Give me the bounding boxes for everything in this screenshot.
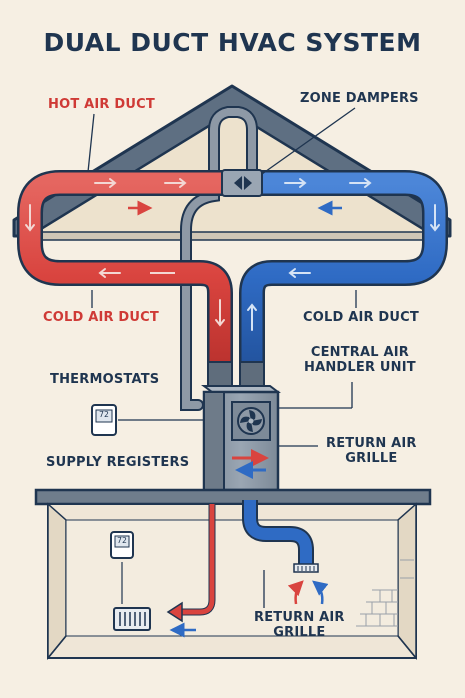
flow-arrow-icon: [312, 580, 329, 605]
thermostat-icon: [110, 531, 134, 559]
attic-floor: [29, 231, 435, 241]
flow-arrow-icon: [287, 580, 304, 605]
zone-dampers-label: ZONE DAMPERS: [300, 91, 419, 106]
thermostat-readout-lower: 72: [117, 536, 127, 545]
central-air-handler-unit: [201, 385, 281, 492]
thermostats-label: THERMOSTATS: [50, 372, 160, 387]
thermostat-icon: [91, 404, 117, 436]
zone-damper: [221, 169, 263, 197]
hot-flow-arrows: [25, 178, 225, 327]
central-air-handler-label: CENTRAL AIR HANDLER UNIT: [304, 345, 416, 375]
brick-wall: [356, 559, 414, 627]
return-duct-lower: [242, 500, 319, 573]
flow-arrow-icon: [166, 601, 183, 623]
return-flex-duct: [182, 108, 256, 409]
hot-air-duct: [17, 170, 233, 370]
cold-air-duct-left-label: COLD AIR DUCT: [43, 310, 159, 325]
supply-registers-label: SUPPLY REGISTERS: [46, 455, 190, 470]
leader-lines: [87, 107, 357, 608]
thermostat-readout: 72: [99, 410, 109, 419]
cold-flow-arrows: [247, 178, 440, 331]
supply-register-icon: [113, 607, 151, 631]
cold-air-duct: [239, 170, 448, 370]
floor-slab: [34, 488, 432, 506]
hot-duct-collar: [207, 361, 233, 387]
fan-icon: [237, 407, 265, 435]
room-below: [47, 502, 417, 661]
hot-supply-duct: [180, 504, 215, 615]
cold-duct-collar: [239, 361, 265, 387]
return-air-grille-lower-label: RETURN AIR GRILLE: [254, 610, 345, 640]
cold-air-duct-right-label: COLD AIR DUCT: [303, 310, 419, 325]
diagram-title: DUAL DUCT HVAC SYSTEM: [43, 28, 422, 57]
return-air-grille-upper-label: RETURN AIR GRILLE: [326, 436, 417, 466]
hot-air-duct-label: HOT AIR DUCT: [48, 97, 155, 112]
